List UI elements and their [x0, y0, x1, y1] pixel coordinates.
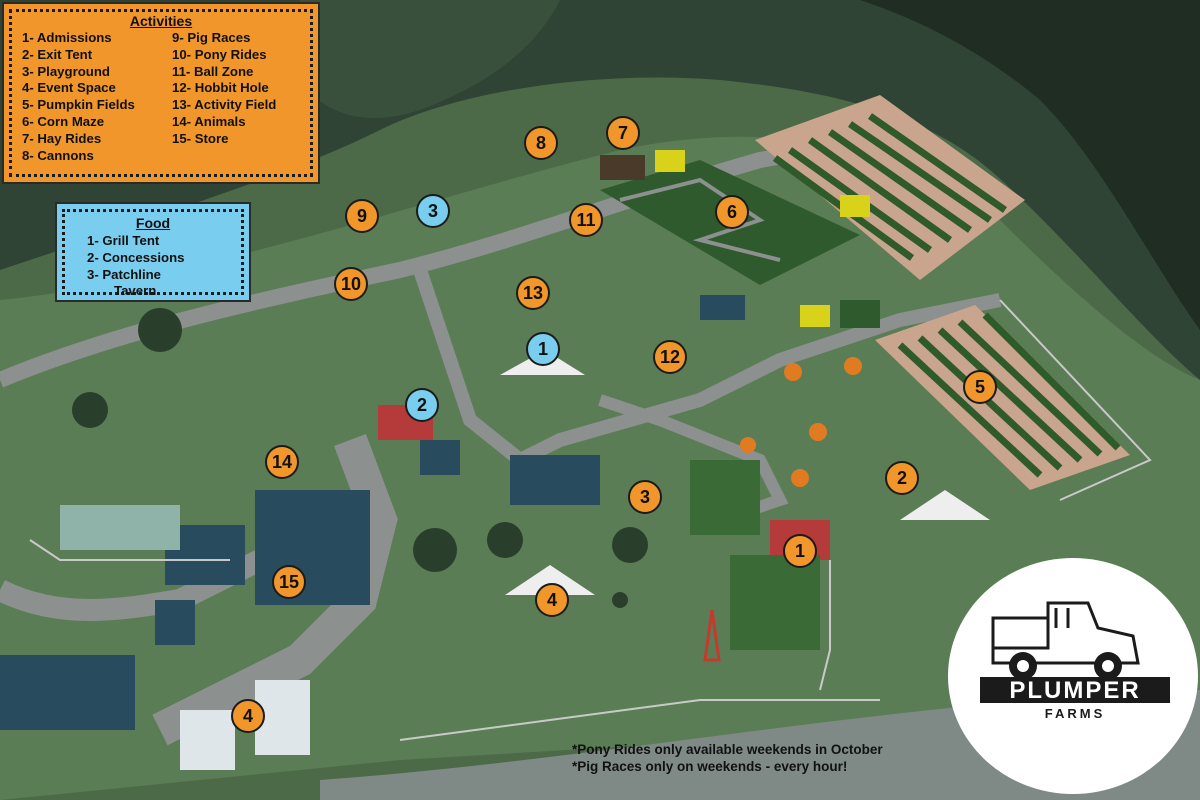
- greenhouses: [180, 680, 310, 770]
- legend-item: 13- Activity Field: [172, 97, 277, 113]
- notes: *Pony Rides only available weekends in O…: [572, 741, 883, 775]
- marker-playground[interactable]: 3: [628, 480, 662, 514]
- pumpkins: [740, 357, 862, 487]
- legend-item: 3- Patchline: [87, 266, 162, 282]
- legend-item: 6- Corn Maze: [22, 113, 105, 129]
- note-pig-races: *Pig Races only on weekends - every hour…: [572, 759, 848, 774]
- legend-item: 2- Exit Tent: [22, 46, 93, 62]
- fences: [29, 299, 1152, 741]
- pond: [60, 505, 180, 550]
- marker-hobbit-hole[interactable]: 12: [653, 340, 687, 374]
- marker-concessions[interactable]: 2: [405, 388, 439, 422]
- legend-item: 2- Concessions: [87, 249, 185, 265]
- legend-item: 1- Grill Tent: [87, 233, 160, 248]
- marker-event-space-2[interactable]: 4: [231, 699, 265, 733]
- pumpkin-field-south: [875, 305, 1130, 490]
- marker-event-space[interactable]: 4: [535, 583, 569, 617]
- event-tent: [505, 565, 595, 595]
- legend-item: 10- Pony Rides: [172, 46, 267, 62]
- legend-item: 14- Animals: [172, 113, 246, 129]
- marker-ball-zone[interactable]: 11: [569, 203, 603, 237]
- marker-cannons[interactable]: 8: [524, 126, 558, 160]
- activities-legend-title: Activities: [129, 13, 193, 29]
- buildings: [0, 295, 745, 730]
- activities-legend: Activities 1- Admissions 2- Exit Tent 3-…: [2, 2, 320, 184]
- dark-forest-right: [860, 0, 1200, 330]
- marker-grill-tent[interactable]: 1: [526, 332, 560, 366]
- legend-item: 4- Event Space: [22, 80, 116, 96]
- tractors: [600, 150, 880, 328]
- crop-rows: [730, 555, 820, 650]
- marker-store[interactable]: 15: [272, 565, 306, 599]
- windmill-icon: [703, 609, 721, 662]
- marker-admissions[interactable]: 1: [783, 534, 817, 568]
- food-list: 1- Grill Tent 2- Concessions 3- Patchlin…: [87, 233, 184, 300]
- legend-item: 9- Pig Races: [172, 30, 251, 45]
- marker-patchline-tavern[interactable]: 3: [416, 194, 450, 228]
- marker-hay-rides[interactable]: 7: [606, 116, 640, 150]
- marker-pig-races[interactable]: 9: [345, 199, 379, 233]
- food-legend-title: Food: [135, 215, 171, 231]
- truck-icon: [991, 601, 1140, 680]
- marker-pumpkin-fields[interactable]: 5: [963, 370, 997, 404]
- marker-corn-maze[interactable]: 6: [715, 195, 749, 229]
- brand-subtitle: FARMS: [1044, 706, 1106, 721]
- road-west: [152, 434, 398, 746]
- maze-trail: [619, 177, 781, 262]
- marker-exit-tent[interactable]: 2: [885, 461, 919, 495]
- legend-item: 12- Hobbit Hole: [172, 80, 269, 96]
- brand-name: PLUMPER: [980, 677, 1170, 704]
- legend-item: 5- Pumpkin Fields: [22, 97, 135, 113]
- marker-activity-field[interactable]: 13: [516, 276, 550, 310]
- food-legend: Food 1- Grill Tent 2- Concessions 3- Pat…: [55, 202, 251, 302]
- legend-item: 8- Cannons: [22, 147, 94, 163]
- logo: [948, 558, 1198, 794]
- legend-item: 3- Playground: [22, 63, 110, 79]
- legend-item: 7- Hay Rides: [22, 130, 102, 146]
- activities-list-col2: 9- Pig Races 10- Pony Rides 11- Ball Zon…: [172, 30, 276, 148]
- activities-legend-border: [9, 9, 313, 177]
- note-pony-rides: *Pony Rides only available weekends in O…: [572, 742, 883, 757]
- exit-tent: [900, 490, 990, 520]
- legend-item: 11- Ball Zone: [172, 63, 254, 79]
- activities-list-col1: 1- Admissions 2- Exit Tent 3- Playground…: [22, 30, 135, 164]
- legend-item: Tavern: [114, 283, 157, 299]
- garden-rows: [690, 460, 760, 535]
- legend-item: 1- Admissions: [22, 30, 112, 45]
- legend-item: 15- Store: [172, 130, 229, 146]
- trees: [72, 308, 648, 608]
- marker-pony-rides[interactable]: 10: [334, 267, 368, 301]
- food-legend-border: [62, 209, 244, 295]
- marker-animals[interactable]: 14: [265, 445, 299, 479]
- forest-patch: [300, 0, 560, 119]
